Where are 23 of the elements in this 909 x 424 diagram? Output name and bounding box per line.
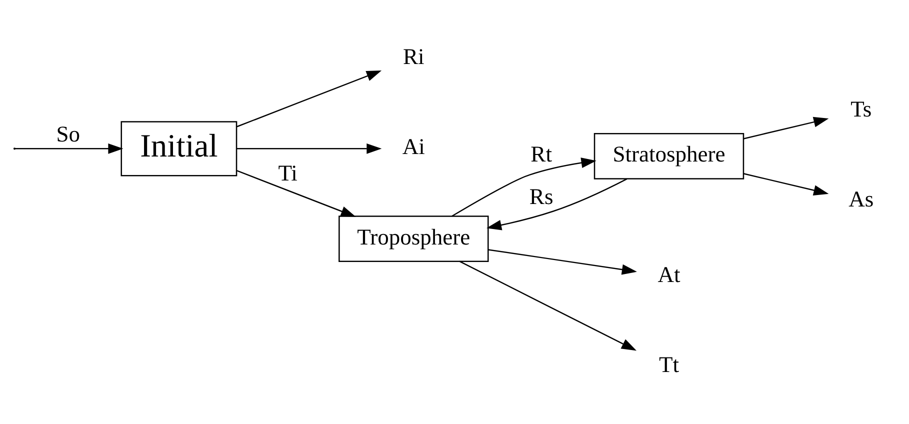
arrow	[452, 157, 596, 216]
edge-label: Rs	[529, 184, 554, 209]
node-box: Troposphere	[338, 215, 489, 262]
edge-label: So	[56, 121, 80, 146]
arrow	[236, 170, 356, 216]
arrow	[236, 70, 382, 127]
arrow	[15, 142, 124, 154]
node-text: Ai	[402, 134, 425, 159]
node-box: Initial	[120, 120, 238, 176]
node-box: Stratosphere	[594, 132, 744, 179]
node-text: At	[658, 261, 680, 286]
edge-label: Rt	[530, 141, 552, 166]
node-text: Ri	[403, 44, 424, 69]
arrow	[743, 172, 829, 195]
arrow	[459, 260, 637, 350]
arrow	[743, 116, 829, 139]
edge-label: Ti	[278, 160, 298, 185]
arrow	[488, 248, 637, 274]
node-text: Ts	[850, 96, 872, 122]
arrow	[237, 142, 382, 154]
arrow	[486, 178, 628, 230]
node-text: As	[848, 186, 874, 212]
node-text: Tt	[658, 351, 680, 376]
